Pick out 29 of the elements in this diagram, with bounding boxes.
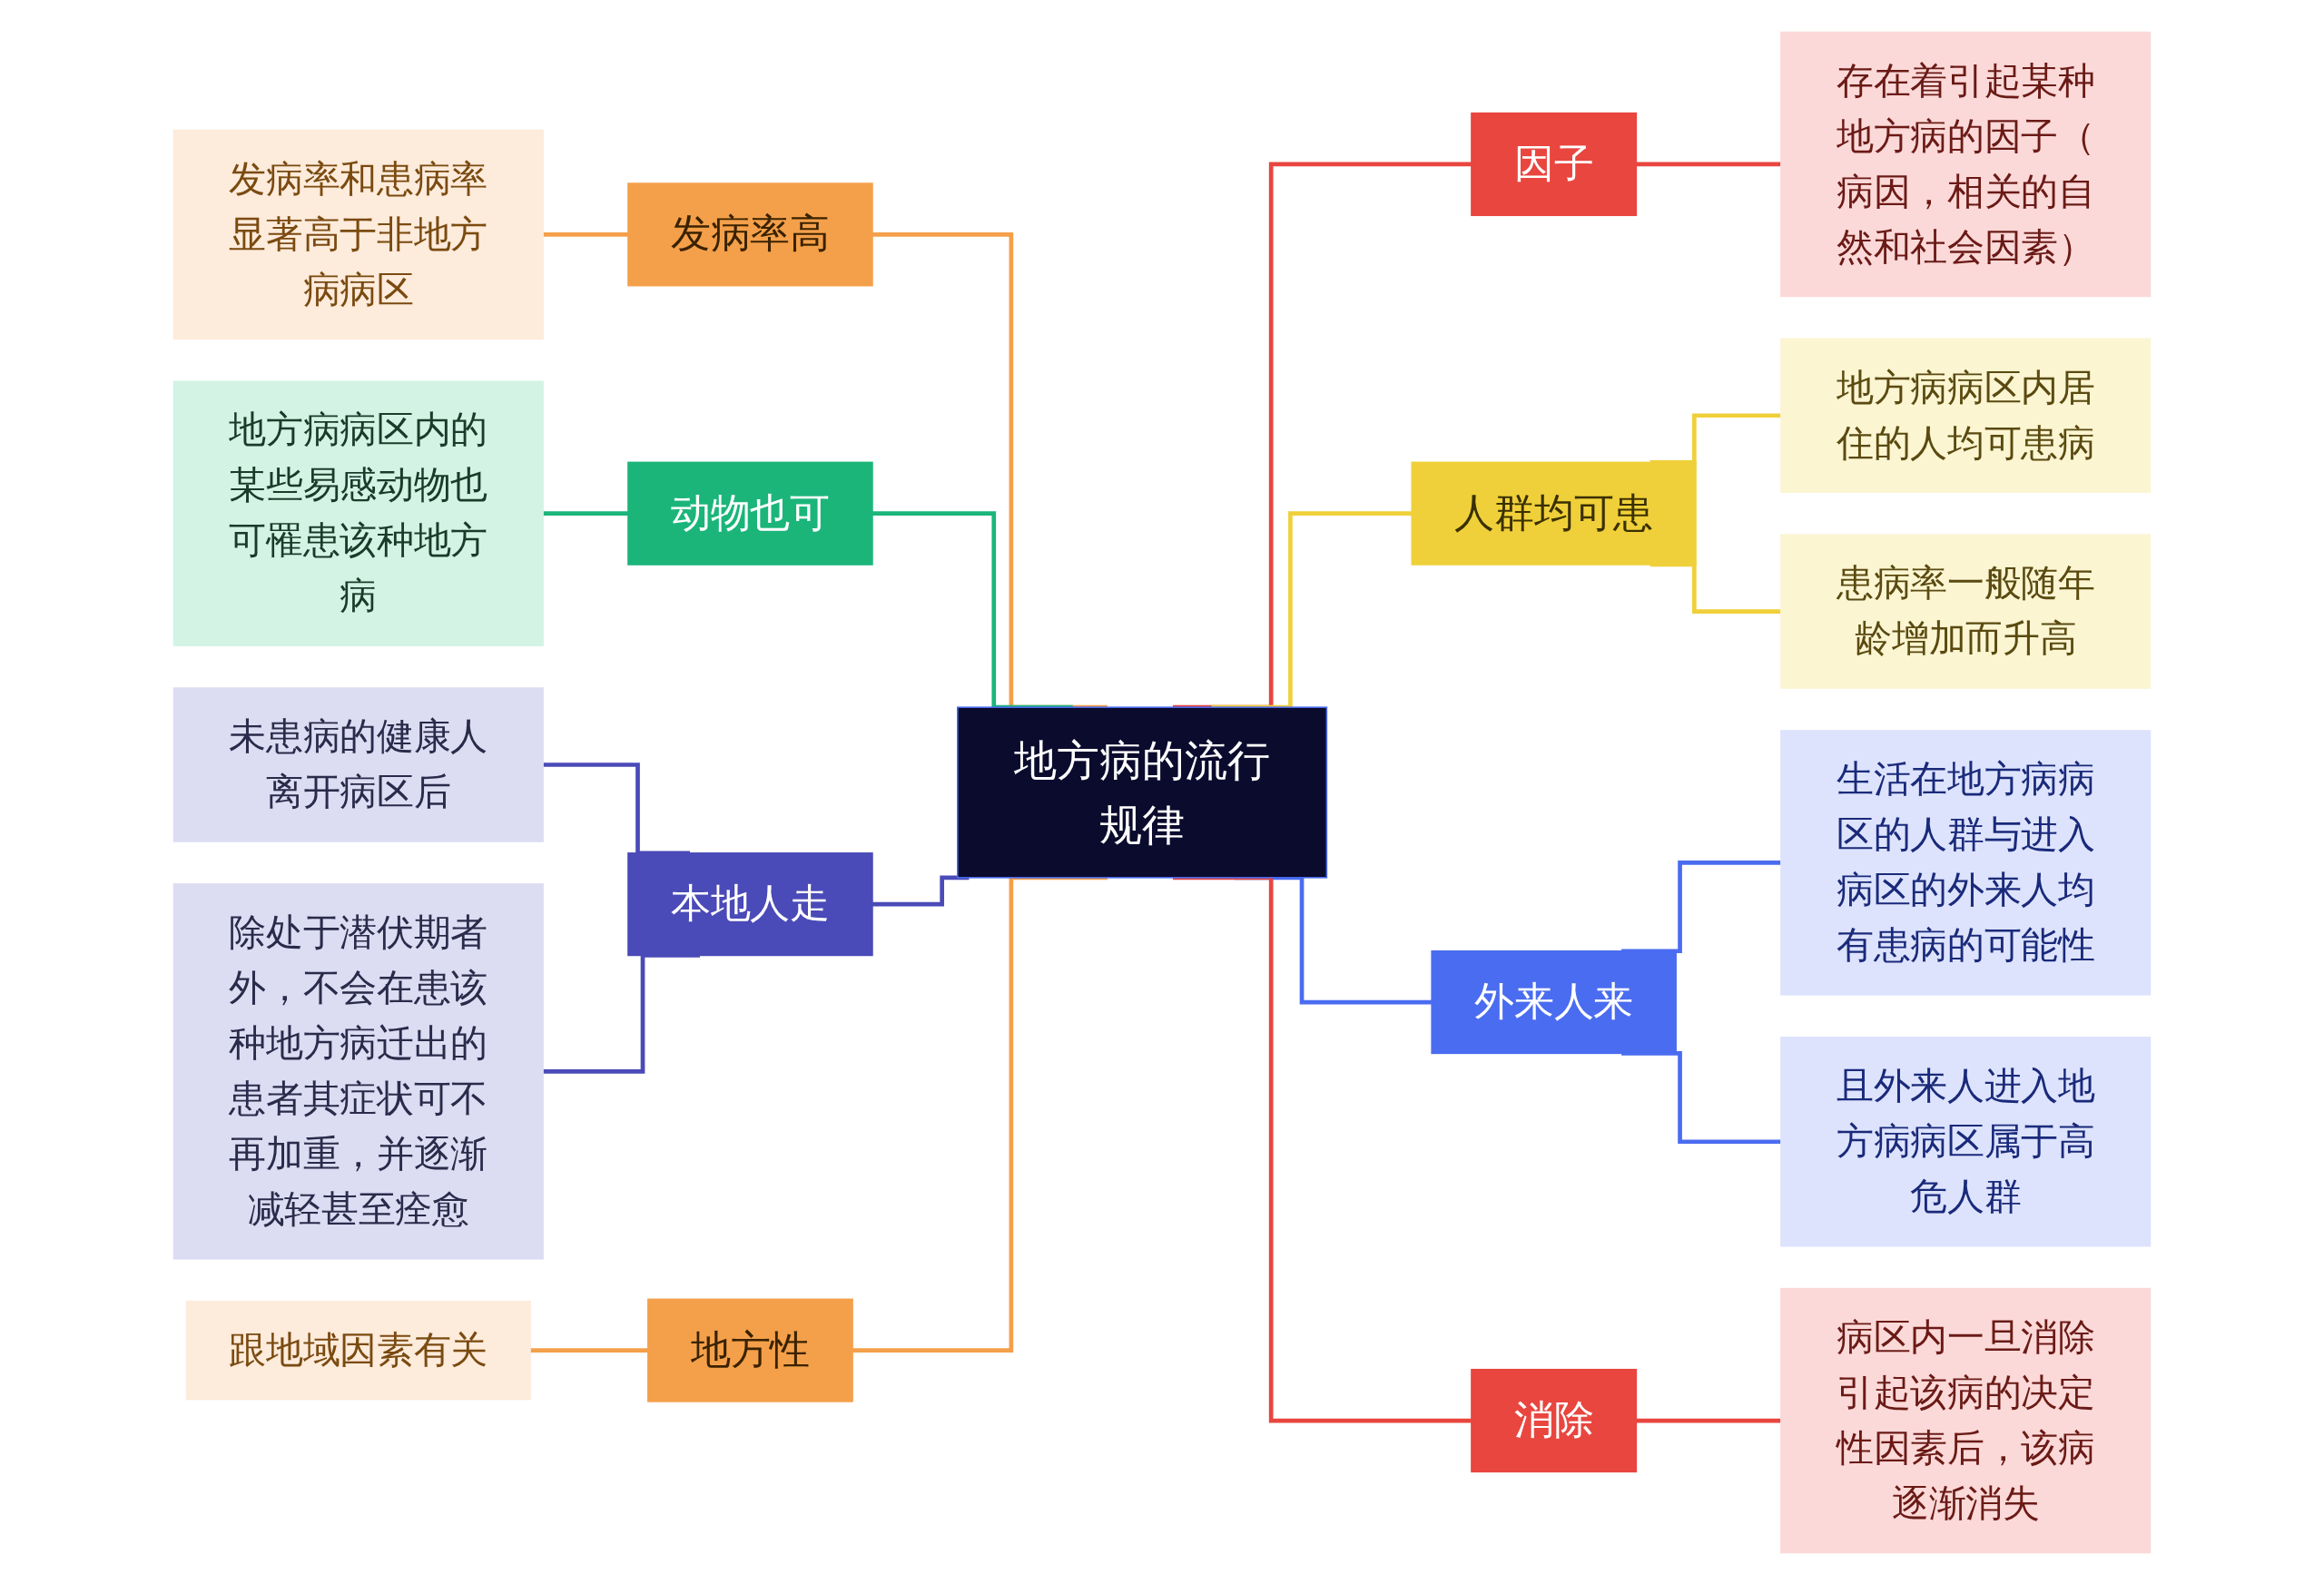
connector — [1636, 162, 1781, 166]
node-box: 地方病的流行规律 — [957, 705, 1328, 879]
node-box: 病区内一旦消除引起该病的决定性因素后，该病逐渐消失 — [1780, 1287, 2152, 1553]
node-box: 人群均可患 — [1411, 461, 1697, 566]
node-box: 地方病病区内的某些易感动物也可罹患该种地方病 — [172, 379, 544, 646]
connector — [1621, 860, 1781, 953]
connector — [852, 875, 1108, 1353]
node-box: 因子 — [1471, 112, 1638, 216]
node-box: 外来人来 — [1431, 949, 1677, 1054]
node-box: 发病率和患病率显著高于非地方病病区 — [172, 129, 544, 339]
node-box: 地方病病区内居住的人均可患病 — [1780, 338, 2152, 493]
node-box: 且外来人进入地方病病区属于高危人群 — [1780, 1036, 2152, 1246]
node-box: 本地人走 — [627, 851, 873, 956]
node-box: 地方性 — [647, 1298, 853, 1402]
connector — [530, 1347, 648, 1353]
connector — [1636, 1418, 1781, 1422]
node-box: 患病率一般随年龄增加而升高 — [1780, 533, 2152, 689]
node-box: 生活在地方病病区的人群与进入病区的外来人均有患病的可能性 — [1780, 729, 2152, 996]
node-box: 未患病的健康人离开病区后 — [172, 686, 544, 842]
connector — [543, 510, 628, 516]
connector — [872, 875, 970, 906]
node-box: 动物也可 — [627, 461, 873, 566]
node-box: 除处于潜伏期者外，不会在患该种地方病迁出的患者其症状可不再加重，并逐渐减轻甚至痊愈 — [172, 882, 544, 1260]
node-box: 消除 — [1471, 1368, 1638, 1472]
node-box: 存在着引起某种地方病的因子（病因，相关的自然和社会因素） — [1780, 31, 2152, 297]
connector — [543, 231, 628, 237]
node-box: 跟地域因素有关 — [185, 1300, 531, 1400]
connector — [1621, 1050, 1781, 1144]
node-box: 发病率高 — [627, 182, 873, 286]
